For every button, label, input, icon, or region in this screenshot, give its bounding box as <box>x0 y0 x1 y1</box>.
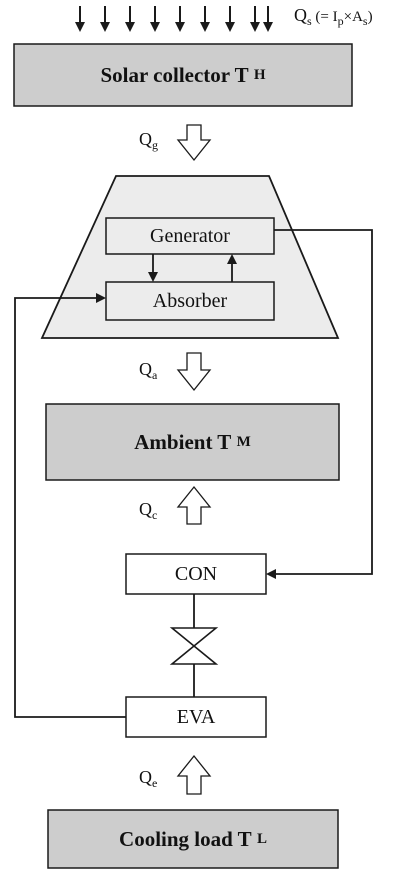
qs-expr-close: ) <box>367 9 373 25</box>
generator-label: Generator <box>106 218 274 254</box>
qs-label: Qs (= Ip×As) <box>294 6 373 27</box>
qe-label: Qe <box>139 768 157 789</box>
ambient-label: Ambient T M <box>46 404 339 480</box>
evaporator-label: EVA <box>126 697 266 737</box>
generator-to-condenser-line <box>266 229 373 579</box>
qs-expr-mid: ×A <box>343 9 363 25</box>
ambient-text: Ambient T <box>134 429 232 454</box>
qg-symbol: Q <box>139 129 152 149</box>
solar-collector-text: Solar collector T <box>100 62 249 87</box>
condenser-box <box>125 553 267 595</box>
solar-collector-sub: H <box>253 66 266 83</box>
evaporator-text: EVA <box>176 705 216 728</box>
solar-collector-box <box>13 43 353 107</box>
evaporator-box <box>125 696 267 738</box>
cooling-load-label: Cooling load T L <box>48 810 338 868</box>
ambient-box <box>45 403 340 481</box>
qg-sub: g <box>152 138 158 152</box>
cooling-load-box <box>47 809 339 869</box>
solar-radiation-arrows <box>75 6 273 32</box>
qc-sub: c <box>152 508 158 522</box>
qe-symbol: Q <box>139 767 152 787</box>
qs-expr-sub2: s <box>362 14 368 28</box>
qg-label: Qg <box>139 130 158 151</box>
absorber-box <box>105 281 275 321</box>
generator-box <box>105 217 275 255</box>
qa-hollow-arrow <box>176 352 212 392</box>
qc-hollow-arrow <box>176 485 212 525</box>
qs-expr-open: (= I <box>311 9 338 25</box>
cooling-load-sub: L <box>256 830 267 847</box>
qa-label: Qa <box>139 360 157 381</box>
qa-sub: a <box>152 368 158 382</box>
condenser-label: CON <box>126 554 266 594</box>
condenser-text: CON <box>174 562 218 585</box>
qs-symbol: Q <box>294 5 307 25</box>
solar-collector-label: Solar collector T H <box>14 44 352 106</box>
qc-symbol: Q <box>139 499 152 519</box>
qc-label: Qc <box>139 500 157 521</box>
qs-sub: s <box>307 14 312 28</box>
qe-hollow-arrow <box>176 754 212 795</box>
qs-expr-sub1: p <box>337 14 344 28</box>
qe-sub: e <box>152 776 158 790</box>
evaporator-to-absorber-line <box>14 293 126 718</box>
absorber-text: Absorber <box>152 289 228 312</box>
absorber-label: Absorber <box>106 282 274 320</box>
generator-text: Generator <box>150 224 230 247</box>
cooling-load-text: Cooling load T <box>119 826 252 851</box>
qa-symbol: Q <box>139 359 152 379</box>
expansion-valve-icon <box>169 627 219 665</box>
ambient-sub: M <box>236 433 251 450</box>
qg-hollow-arrow <box>176 124 212 162</box>
